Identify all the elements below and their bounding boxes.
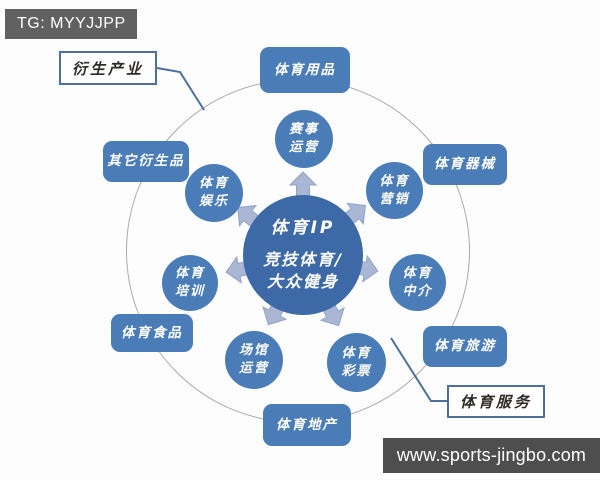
outer-node-other-derivatives: 其它衍生品 bbox=[103, 141, 189, 182]
inner-node-sports-entertainment: 体育 娱乐 bbox=[185, 164, 243, 222]
callout-line-derivative-industry bbox=[156, 67, 205, 111]
telegram-watermark-badge: TG: MYYJJPP bbox=[5, 9, 137, 39]
center-node-title: 体育IP bbox=[270, 218, 336, 239]
node-label: 体育食品 bbox=[121, 324, 183, 341]
outer-node-sports-equipment: 体育器械 bbox=[423, 144, 507, 185]
node-label: 体育 bbox=[402, 265, 433, 281]
node-label: 娱乐 bbox=[198, 194, 229, 209]
outer-node-sports-real-estate: 体育地产 bbox=[263, 404, 351, 446]
node-label: 运营 bbox=[238, 361, 269, 376]
center-node-sports-ip: 体育IP 竞技体育/ 大众健身 bbox=[243, 195, 363, 315]
node-label: 营销 bbox=[379, 191, 410, 207]
outer-node-sports-tourism: 体育旅游 bbox=[423, 326, 507, 367]
node-label: 彩票 bbox=[341, 363, 372, 379]
node-label: 体育 bbox=[198, 176, 229, 192]
node-label: 体育地产 bbox=[276, 416, 338, 433]
node-label: 赛事 bbox=[288, 122, 319, 138]
center-node-subtitle: 大众健身 bbox=[266, 271, 339, 291]
node-label: 体育 bbox=[174, 266, 205, 282]
inner-node-sports-agency: 体育 中介 bbox=[389, 254, 446, 311]
inner-node-sports-marketing: 体育 营销 bbox=[366, 162, 423, 219]
inner-node-event-operation: 赛事 运营 bbox=[275, 110, 333, 168]
node-label: 中介 bbox=[402, 283, 433, 299]
node-label: 其它衍生品 bbox=[107, 153, 185, 170]
center-node-subtitle: 竞技体育/ bbox=[263, 250, 343, 270]
inner-node-sports-training: 体育 培训 bbox=[162, 255, 218, 311]
callout-sports-service: 体育服务 bbox=[447, 385, 545, 418]
inner-node-venue-operation: 场馆 运营 bbox=[225, 331, 283, 389]
node-label: 体育器械 bbox=[434, 156, 496, 173]
node-label: 体育用品 bbox=[274, 61, 336, 78]
inner-node-sports-lottery: 体育 彩票 bbox=[327, 333, 386, 392]
node-label: 体育 bbox=[379, 173, 410, 189]
node-label: 培训 bbox=[174, 284, 205, 299]
node-label: 体育 bbox=[341, 345, 372, 361]
website-watermark: www.sports-jingbo.com bbox=[383, 438, 600, 473]
outer-node-sports-food: 体育食品 bbox=[111, 314, 193, 352]
node-label: 运营 bbox=[288, 140, 319, 155]
node-label: 体育旅游 bbox=[434, 338, 496, 355]
callout-derivative-industry: 衍生产业 bbox=[59, 51, 157, 85]
node-label: 场馆 bbox=[238, 343, 269, 359]
outer-node-sporting-goods: 体育用品 bbox=[260, 47, 350, 93]
